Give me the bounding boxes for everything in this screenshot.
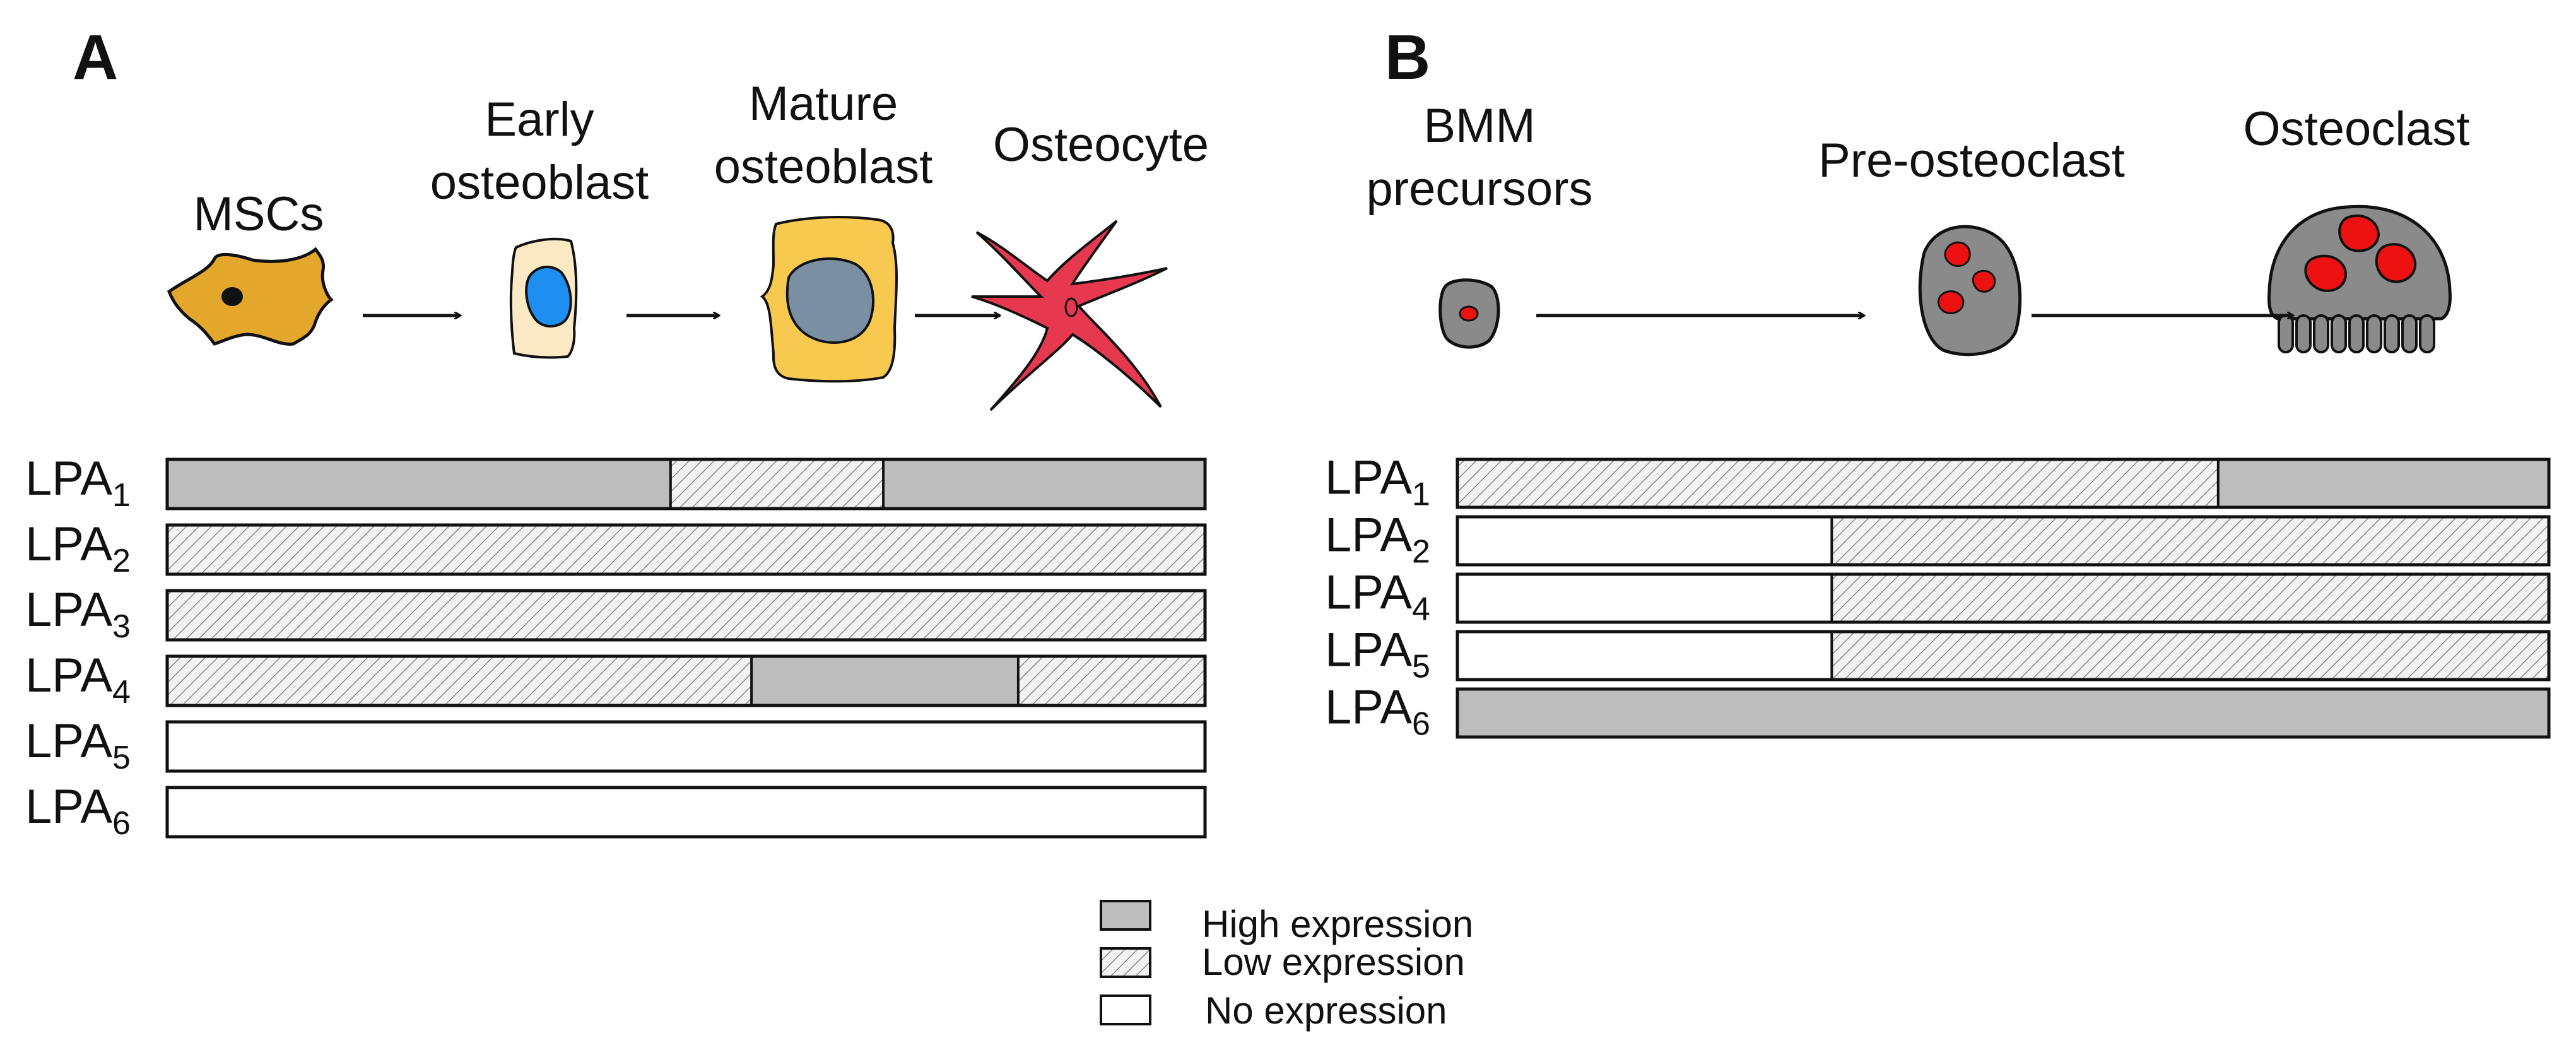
- expression-row-lpa1: LPA1: [25, 452, 1207, 514]
- row-label-lpa6: LPA6: [25, 780, 131, 842]
- legend-swatch-high: [1100, 900, 1151, 931]
- legend-swatch-none: [1100, 994, 1151, 1025]
- stage-label-pre-osteoclast: Pre-osteoclast: [1818, 134, 2125, 187]
- stage-label-mscs: MSCs: [194, 187, 324, 241]
- expression-bar-outline: [165, 786, 1207, 839]
- legend: High expression Low expression No expres…: [1100, 900, 1473, 1032]
- expression-row-lpa5: LPA5: [1325, 623, 2551, 685]
- segment-none-expression: [167, 788, 1205, 837]
- expression-bar-outline: [165, 654, 1207, 707]
- row-label-lpa6: LPA6: [1325, 681, 1430, 743]
- stage-label-mature-osteoblast-line2: osteoblast: [714, 140, 932, 194]
- pre-osteoclast-cell-icon: [1918, 225, 2022, 357]
- segment-high-expression: [751, 656, 1018, 705]
- stage-label-mature-osteoblast-line1: Mature: [749, 77, 898, 131]
- expression-row-lpa3: LPA3: [25, 583, 1207, 645]
- segment-low-expression: [167, 591, 1205, 640]
- expression-bar-outline: [1456, 457, 2551, 509]
- legend-label-high: High expression: [1202, 903, 1473, 945]
- osteocyte-cell-icon: [971, 220, 1168, 411]
- segment-low-expression: [167, 525, 1205, 574]
- segment-low-expression: [1018, 656, 1205, 705]
- segment-low-expression: [1832, 574, 2549, 622]
- row-label-lpa5: LPA5: [1325, 623, 1430, 685]
- stage-label-osteocyte: Osteocyte: [993, 118, 1209, 172]
- expression-row-lpa6: LPA6: [25, 780, 1207, 842]
- row-label-lpa2: LPA2: [1325, 509, 1430, 570]
- msc-cell-icon: [167, 247, 334, 346]
- row-label-lpa2: LPA2: [25, 517, 131, 579]
- stage-label-early-osteoblast-line1: Early: [485, 93, 594, 146]
- expression-bar-outline: [1456, 630, 2551, 681]
- row-label-lpa4: LPA4: [1325, 566, 1430, 628]
- stage-label-bmm-line1: BMM: [1423, 99, 1535, 153]
- panel-a-letter: A: [73, 22, 118, 93]
- legend-swatch-low: [1100, 947, 1151, 978]
- expression-bar-outline: [1456, 687, 2551, 739]
- segment-low-expression: [1457, 459, 2218, 507]
- segment-high-expression: [1457, 689, 2549, 737]
- expression-row-lpa2: LPA2: [25, 517, 1207, 579]
- expression-bar-outline: [165, 523, 1207, 576]
- expression-bar-outline: [165, 457, 1207, 510]
- mature-osteoblast-cell-icon: [760, 216, 898, 383]
- segment-high-expression: [2218, 459, 2549, 507]
- stage-label-early-osteoblast-line2: osteoblast: [430, 156, 649, 209]
- stage-label-osteoclast: Osteoclast: [2243, 102, 2469, 156]
- expression-row-lpa4: LPA4: [1325, 566, 2551, 628]
- segment-high-expression: [167, 459, 671, 509]
- expression-row-lpa1: LPA1: [1325, 451, 2551, 513]
- expression-bar-outline: [165, 589, 1207, 642]
- row-label-lpa4: LPA4: [25, 649, 131, 711]
- segment-low-expression: [1832, 517, 2549, 565]
- early-osteoblast-cell-icon: [509, 237, 578, 359]
- legend-label-none: No expression: [1205, 989, 1447, 1032]
- row-label-lpa5: LPA5: [25, 714, 131, 776]
- expression-bar-outline: [165, 720, 1207, 773]
- segment-none-expression: [1457, 632, 1832, 680]
- osteoclast-cell-icon: [2267, 204, 2452, 353]
- segment-low-expression: [1832, 632, 2549, 680]
- expression-row-lpa6: LPA6: [1325, 681, 2551, 743]
- legend-label-low: Low expression: [1202, 941, 1465, 983]
- segment-none-expression: [1457, 574, 1832, 622]
- row-label-lpa1: LPA1: [1325, 451, 1430, 513]
- segment-none-expression: [1457, 517, 1832, 565]
- segment-none-expression: [167, 722, 1205, 771]
- expression-row-lpa2: LPA2: [1325, 509, 2551, 570]
- expression-row-lpa5: LPA5: [25, 714, 1207, 776]
- segment-low-expression: [670, 459, 884, 509]
- segment-low-expression: [167, 656, 752, 705]
- panel-b-letter: B: [1385, 22, 1430, 93]
- expression-bar-outline: [1456, 515, 2551, 567]
- stage-label-bmm-line2: precursors: [1367, 162, 1593, 216]
- expression-row-lpa4: LPA4: [25, 649, 1207, 711]
- row-label-lpa3: LPA3: [25, 583, 131, 645]
- bmm-precursor-cell-icon: [1438, 278, 1500, 349]
- segment-high-expression: [883, 459, 1205, 509]
- expression-bar-outline: [1456, 572, 2551, 624]
- row-label-lpa1: LPA1: [25, 452, 131, 514]
